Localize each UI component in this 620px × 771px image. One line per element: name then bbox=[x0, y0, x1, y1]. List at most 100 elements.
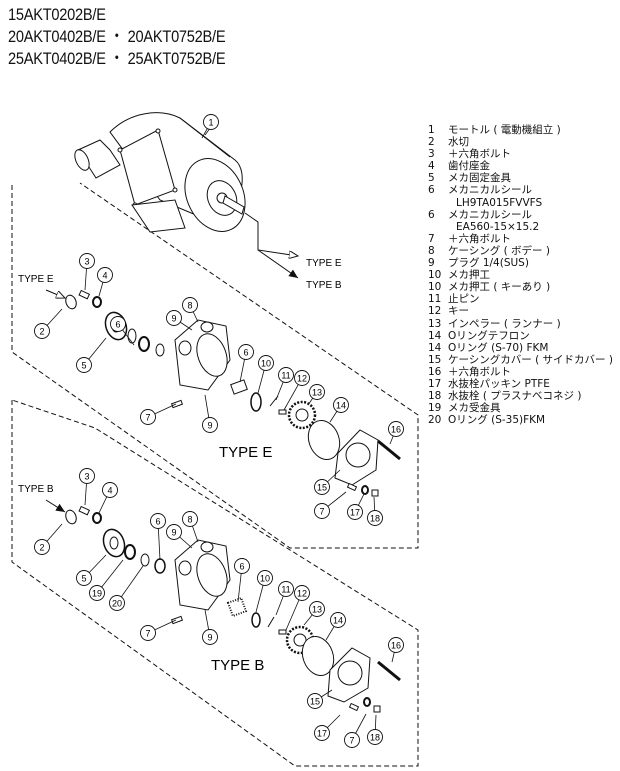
callout-circle bbox=[333, 397, 349, 413]
part-callout: 17 bbox=[314, 714, 341, 741]
part-callout: 15 bbox=[307, 689, 333, 709]
callout-number: 17 bbox=[350, 508, 360, 518]
callout-number: 9 bbox=[171, 528, 176, 538]
callout-number: 6 bbox=[155, 517, 160, 527]
legend-number: 11 bbox=[428, 293, 442, 306]
legend-number: 9 bbox=[428, 257, 435, 270]
part-callout: 13 bbox=[307, 384, 325, 406]
legend-part-name: Oリングテフロン bbox=[448, 329, 530, 342]
part-callout: 3 bbox=[79, 253, 95, 291]
legend-number: 3 bbox=[428, 148, 435, 161]
legend-number: 10 bbox=[428, 281, 442, 294]
part-callout: 7 bbox=[344, 713, 367, 748]
callout-circle bbox=[89, 585, 105, 601]
callout-circle bbox=[314, 503, 330, 519]
callout-number: 15 bbox=[310, 697, 320, 707]
legend-part-name: メカニカルシール bbox=[448, 184, 532, 197]
legend-number: 16 bbox=[428, 365, 442, 378]
part-callout: 2 bbox=[34, 308, 63, 339]
part-callout: 7 bbox=[314, 491, 347, 519]
callout-number: 3 bbox=[84, 472, 89, 482]
legend-number: 1 bbox=[428, 124, 435, 136]
callout-circle bbox=[34, 539, 50, 555]
callout-number: 6 bbox=[243, 348, 248, 358]
callout-number: 7 bbox=[349, 736, 354, 746]
legend-number: 7 bbox=[428, 232, 435, 245]
legend-part-name: モートル ( 電動機組立 ) bbox=[448, 124, 561, 136]
part-callout: 11 bbox=[275, 367, 294, 401]
callout-circle bbox=[140, 625, 156, 641]
part-callout: 7 bbox=[140, 619, 177, 641]
callout-circle bbox=[109, 595, 125, 611]
motor-assembly bbox=[74, 112, 246, 233]
callout-circle bbox=[202, 629, 218, 645]
legend-part-name: ＋六角ボルト bbox=[448, 232, 511, 245]
legend-number: 18 bbox=[428, 390, 442, 403]
part-callout: 20 bbox=[109, 565, 144, 611]
legend-number: 14 bbox=[428, 329, 442, 342]
callout-circle bbox=[314, 725, 330, 741]
callout-circle bbox=[79, 468, 95, 484]
callout-number: 9 bbox=[207, 633, 212, 643]
part-callout: 11 bbox=[275, 581, 294, 616]
type-b-boundary bbox=[11, 399, 419, 767]
part-callout: 5 bbox=[76, 337, 107, 373]
callout-number: 4 bbox=[107, 486, 112, 496]
legend-part-name: キー bbox=[448, 305, 469, 318]
part-callout: 9 bbox=[166, 524, 193, 549]
legend-part-name: プラグ 1/4(SUS) bbox=[448, 257, 529, 270]
part-callout: 15 bbox=[314, 469, 341, 495]
legend-part-name: メカ押工 bbox=[448, 269, 490, 282]
callout-circle bbox=[79, 253, 95, 269]
type-e-parts bbox=[45, 289, 401, 497]
callout-circle bbox=[347, 504, 363, 520]
callout-circle bbox=[367, 729, 383, 745]
part-callout: 7 bbox=[140, 403, 177, 425]
type-b-entry-label: TYPE B bbox=[18, 484, 54, 495]
part-callout: 17 bbox=[347, 493, 365, 520]
part-callout: 6 bbox=[150, 513, 166, 561]
part-callout: 4 bbox=[97, 267, 113, 297]
model-list: 15AKT0202B/E 20AKT0402B/E ・ 20AKT0752B/E… bbox=[8, 4, 226, 70]
callout-circle bbox=[330, 612, 346, 628]
legend-number: 12 bbox=[428, 305, 442, 318]
legend-part-name: 歯付座金 bbox=[448, 160, 490, 173]
callout-circle bbox=[140, 409, 156, 425]
legend-part-code: EA560-15×15.2 bbox=[456, 220, 540, 233]
part-callout: 6 bbox=[110, 316, 135, 346]
callout-circle bbox=[278, 581, 294, 597]
callout-circle bbox=[388, 637, 404, 653]
part-callout: 16 bbox=[388, 637, 404, 663]
callout-circle bbox=[278, 367, 294, 383]
callout-number: 8 bbox=[187, 301, 192, 311]
legend-item: 7 ＋六角ボルト bbox=[428, 233, 613, 245]
callout-circle bbox=[203, 114, 219, 130]
part-callout: 9 bbox=[202, 394, 218, 433]
part-callout: 8 bbox=[182, 511, 199, 543]
callout-circle bbox=[388, 421, 404, 437]
callout-circle bbox=[202, 417, 218, 433]
part-callout: 18 bbox=[367, 496, 383, 526]
type-e-boundary bbox=[11, 182, 419, 549]
callout-number: 2 bbox=[39, 543, 44, 553]
callout-number: 4 bbox=[102, 271, 107, 281]
part-callout: 16 bbox=[388, 421, 404, 445]
part-callout: 12 bbox=[285, 585, 310, 631]
part-callout: 10 bbox=[257, 355, 274, 394]
legend-part-name: ケーシング ( ボデー ) bbox=[448, 244, 550, 257]
legend-item: 3＋六角ボルト bbox=[428, 148, 613, 160]
part-callout: 19 bbox=[89, 559, 124, 601]
callout-number: 18 bbox=[370, 514, 380, 524]
legend-number: 8 bbox=[428, 244, 435, 257]
type-b-section-label: TYPE B bbox=[211, 657, 264, 674]
callout-number: 9 bbox=[207, 421, 212, 431]
callout-circle bbox=[182, 511, 198, 527]
legend-item: 12 キー bbox=[428, 305, 613, 317]
part-callout: 4 bbox=[98, 482, 118, 514]
